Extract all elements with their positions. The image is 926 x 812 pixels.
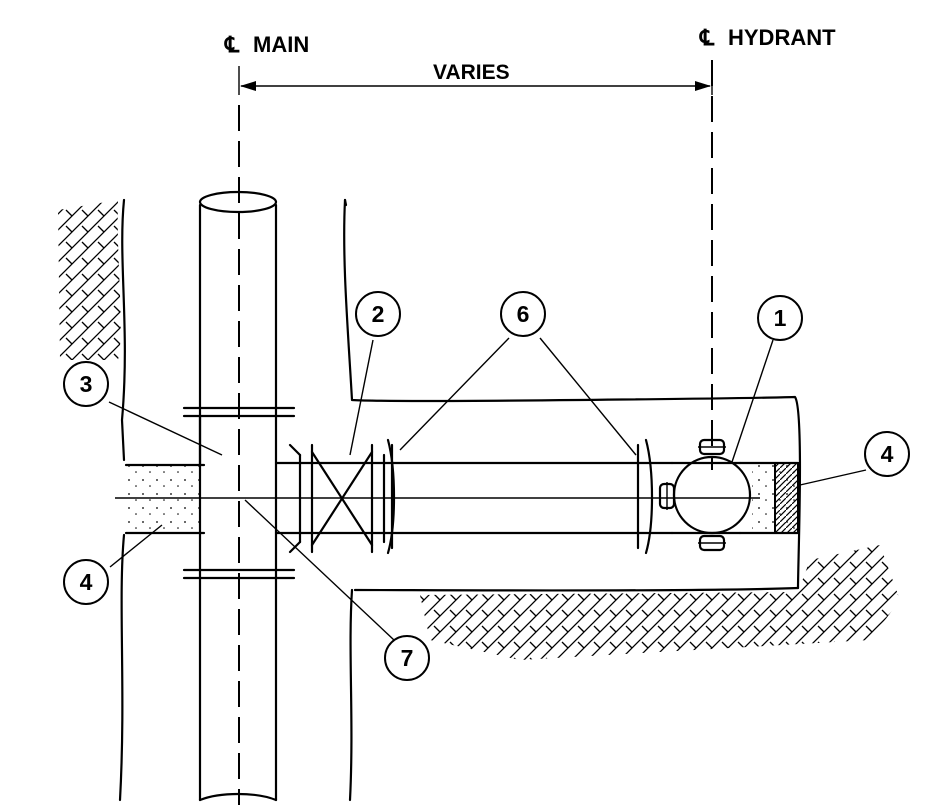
callout-6: 6	[500, 291, 546, 337]
svg-text:4: 4	[80, 569, 93, 595]
callout-3: 3	[63, 361, 109, 407]
svg-text:7: 7	[401, 645, 414, 671]
centerline-symbol: ℄	[224, 32, 240, 57]
coupling-left	[386, 438, 396, 555]
callout-leaders	[108, 337, 867, 641]
concrete-bedding-left	[124, 463, 206, 535]
trench-walls	[118, 198, 802, 802]
centerline-main-text: MAIN	[253, 32, 309, 57]
gate-valve	[288, 443, 386, 554]
dimension-line: VARIES	[238, 60, 713, 95]
soil-hatching-left	[58, 200, 121, 360]
coupling-right	[636, 438, 654, 555]
callout-1: 1	[757, 295, 803, 341]
thrust-block	[774, 462, 799, 534]
callout-2: 2	[355, 291, 401, 337]
svg-text:1: 1	[774, 305, 787, 331]
svg-text:2: 2	[372, 301, 385, 327]
callout-4-right: 4	[864, 431, 910, 477]
dimension-text: VARIES	[433, 61, 510, 84]
centerline-main-label: ℄ MAIN	[224, 32, 309, 57]
hydrant-lateral-pipe	[115, 461, 760, 535]
svg-text:4: 4	[881, 441, 894, 467]
svg-text:3: 3	[80, 371, 93, 397]
fire-hydrant	[658, 438, 752, 552]
callout-7: 7	[384, 635, 430, 681]
svg-text:6: 6	[517, 301, 530, 327]
callout-4-left: 4	[63, 559, 109, 605]
centerline-hydrant-label: ℄ HYDRANT	[699, 25, 836, 50]
centerline-symbol: ℄	[699, 25, 715, 50]
centerline-hydrant-text: HYDRANT	[728, 25, 836, 50]
soil-hatching-bottom	[420, 545, 900, 660]
water-main-pipe	[198, 190, 278, 802]
